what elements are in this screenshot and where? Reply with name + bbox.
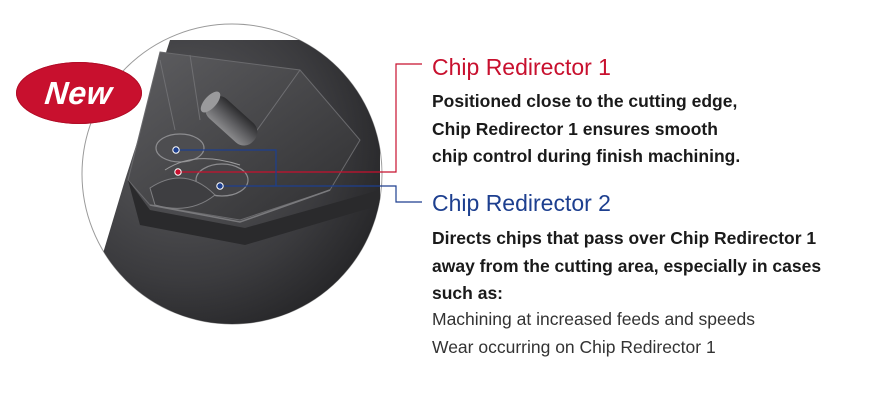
callout-line-redirector-2	[172, 146, 422, 203]
redirector-2-cases: Machining at increased feeds and speeds …	[432, 306, 755, 361]
redirector-2-description: Directs chips that pass over Chip Redire…	[432, 225, 821, 308]
redirector-1-line: Positioned close to the cutting edge,	[432, 91, 738, 111]
redirector-2-title: Chip Redirector 2	[432, 190, 611, 216]
new-badge: New	[16, 62, 142, 124]
redirector-1-description: Positioned close to the cutting edge, Ch…	[432, 88, 740, 171]
case-item: Wear occurring on Chip Redirector 1	[432, 336, 716, 357]
callout-line-redirector-1	[174, 63, 422, 176]
redirector-2-line: Directs chips that pass over Chip Redire…	[432, 228, 817, 248]
case-item: Machining at increased feeds and speeds	[432, 309, 755, 329]
redirector-2-line: away from the cutting area, especially i…	[432, 255, 822, 276]
redirector-1-title: Chip Redirector 1	[432, 54, 611, 80]
redirector-1-line: chip control during finish machining.	[432, 146, 741, 166]
insert-body	[82, 40, 380, 324]
redirector-1-line: Chip Redirector 1 ensures smooth	[432, 118, 718, 139]
redirector-2-line: such as:	[432, 283, 503, 303]
new-badge-label: New	[43, 74, 115, 111]
